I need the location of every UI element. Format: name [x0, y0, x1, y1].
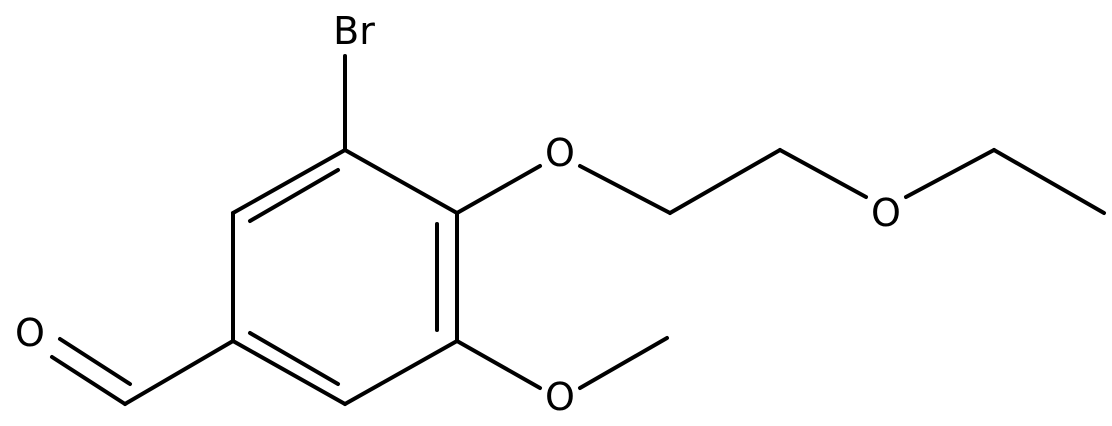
ring-bond-c1-c2 [231, 148, 347, 215]
ring-bond-c1-c2-inner [248, 168, 340, 223]
ring-ether-oxygen-label: O [545, 131, 575, 175]
bond-o-ch2-ethyl [904, 148, 996, 199]
ring-bond-c6-c1 [343, 148, 459, 215]
ring-bond-c3-c4 [231, 339, 347, 406]
bond-c6-o [455, 164, 542, 215]
ring-bond-c3-c4-inner [248, 331, 340, 386]
methoxy-oxygen-label: O [545, 375, 575, 419]
bond-o-methyl [578, 336, 669, 390]
bond-c3-cho [123, 339, 235, 406]
bond-ethyl-ch3 [992, 148, 1106, 215]
chain-ether-oxygen-label: O [871, 191, 901, 235]
benzene-ring [231, 148, 459, 406]
bond-c-o-double-outer [50, 355, 127, 406]
aldehyde-oxygen-label: O [15, 311, 45, 355]
bromine-atom-label: Br [333, 9, 375, 53]
bond-o-ch2 [578, 164, 672, 215]
bond-ch2-o [778, 148, 868, 199]
bond-c5-o-methoxy [455, 339, 542, 390]
bond-c-o-double-inner [58, 337, 132, 386]
ring-bond-c4-c5 [343, 339, 459, 406]
bond-ch2-ch2 [668, 148, 782, 215]
